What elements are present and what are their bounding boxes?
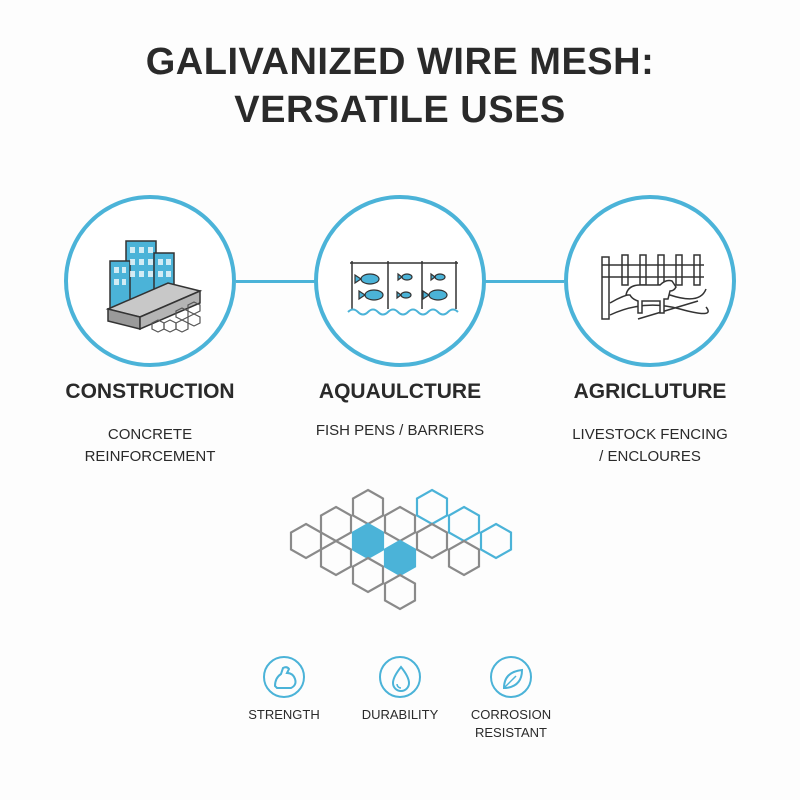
fish-pen-icon: [347, 261, 459, 316]
mesh-hexagon: [289, 522, 323, 560]
mesh-hexagon: [383, 573, 417, 611]
construction-desc-line-2: REINFORCEMENT: [84, 448, 216, 465]
durability-label: DURABILITY: [361, 707, 439, 722]
livestock-fence-icon: [601, 254, 709, 320]
mesh-hexagon: [351, 488, 385, 526]
strength-label: STRENGTH: [248, 707, 320, 722]
title-line-1: GALIVANIZED WIRE MESH:: [145, 41, 655, 83]
connector-line-left: [236, 280, 320, 283]
building-concrete-icon: [105, 240, 203, 333]
leaf-icon: [502, 668, 524, 689]
aquaculture-desc-line-1: FISH PENS / BARRIERS: [315, 422, 485, 439]
corrosion-resistant-label: CORROSION RESISTANT: [441, 706, 581, 742]
corrosion-resistant-feature: [490, 656, 532, 698]
mesh-hexagon-filled: [383, 539, 417, 577]
flexed-arm-icon: [273, 666, 297, 689]
mesh-hexagon: [447, 505, 481, 543]
corrosion-label-line-2: RESISTANT: [475, 725, 547, 740]
durability-feature: [379, 656, 421, 698]
mesh-hexagon: [479, 522, 513, 560]
construction-description: CONCRETE REINFORCEMENT: [30, 424, 270, 468]
construction-circle: [64, 195, 236, 367]
construction-desc-line-1: CONCRETE: [107, 426, 193, 443]
page-title: GALIVANIZED WIRE MESH: VERSATILE USES: [0, 38, 800, 134]
title-line-2: VERSATILE USES: [234, 89, 566, 131]
aquaculture-circle: [314, 195, 486, 367]
mesh-hexagon-filled: [351, 522, 385, 560]
aquaculture-title: AQUAULCTURE: [318, 380, 482, 403]
agriculture-title: AGRICLUTURE: [573, 380, 727, 403]
construction-title: CONSTRUCTION: [65, 380, 235, 403]
agriculture-desc-line-2: / ENCLOURES: [599, 448, 701, 465]
strength-feature: [263, 656, 305, 698]
water-drop-icon: [391, 665, 411, 692]
agriculture-desc-line-1: LIVESTOCK FENCING: [572, 426, 728, 443]
mesh-hexagon: [319, 505, 353, 543]
mesh-hexagon: [415, 488, 449, 526]
mesh-hexagon: [319, 539, 353, 577]
mesh-hexagon: [383, 505, 417, 543]
corrosion-label-line-1: CORROSION: [470, 707, 552, 722]
mesh-hexagon: [415, 522, 449, 560]
connector-line-right: [480, 280, 564, 283]
hexagon-mesh-graphic: [289, 488, 513, 611]
agriculture-circle: [564, 195, 736, 367]
aquaculture-description: FISH PENS / BARRIERS: [280, 420, 520, 442]
mesh-hexagon: [351, 556, 385, 594]
mesh-hexagon: [447, 539, 481, 577]
agriculture-description: LIVESTOCK FENCING / ENCLOURES: [530, 424, 770, 468]
